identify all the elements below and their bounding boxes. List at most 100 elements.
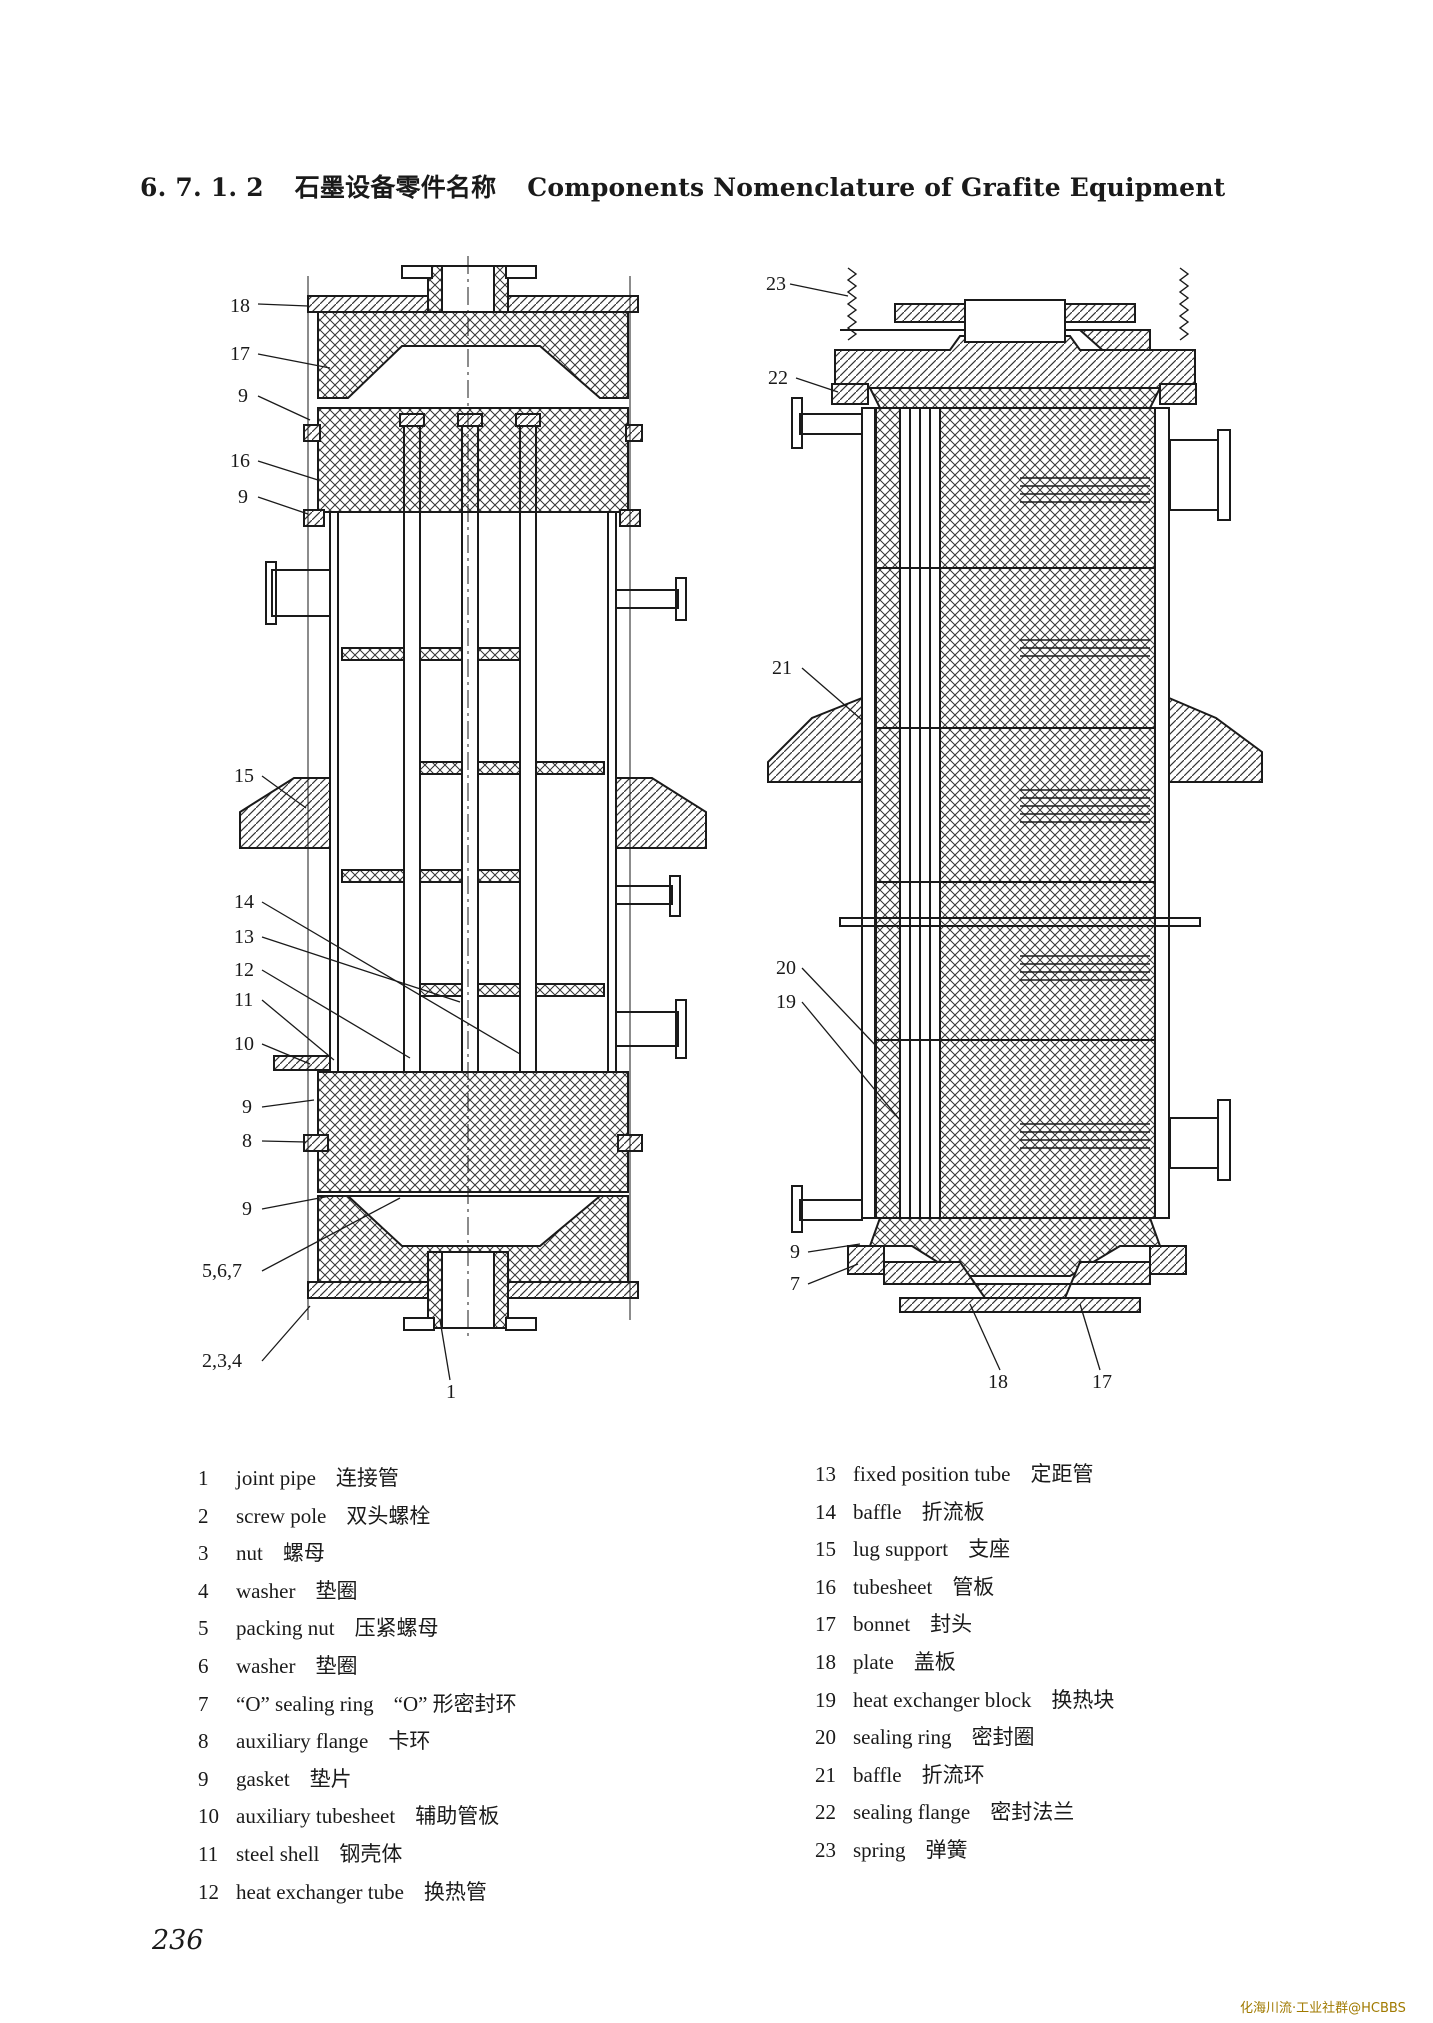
- callout-1: 1: [446, 1381, 456, 1403]
- legend-chinese: 垫片: [309, 1766, 352, 1791]
- legend-chinese: 封头: [930, 1612, 973, 1637]
- section-heading: 6. 7. 1. 2 石墨设备零件名称 Components Nomenclat…: [140, 168, 1247, 204]
- legend-chinese: 管板: [952, 1574, 995, 1599]
- left-callout-labels: 18 17 9 16 9 15 14 13 12 11 10 9 8 9 5,6…: [202, 295, 456, 1403]
- callout-9: 9: [790, 1241, 800, 1263]
- callout-17: 17: [1092, 1371, 1112, 1393]
- callout-23: 23: [766, 273, 786, 295]
- callout-5-6-7: 5,6,7: [202, 1260, 242, 1282]
- callout-20: 20: [776, 957, 796, 979]
- legend-chinese: 支座: [968, 1537, 1011, 1562]
- legend-number: 8: [198, 1729, 209, 1754]
- legend-number: 7: [198, 1691, 209, 1716]
- legend-chinese: 换热管: [423, 1879, 487, 1904]
- legend-number: 13: [815, 1462, 836, 1486]
- callout-9: 9: [238, 486, 248, 508]
- legend-english: bonnet: [853, 1612, 911, 1637]
- legend-item: 17 bonnet 封头: [815, 1606, 1114, 1644]
- legend-number: 18: [815, 1649, 836, 1674]
- callout-11: 11: [234, 989, 253, 1011]
- right-exchanger: [767, 267, 1263, 1371]
- legend-chinese: 双头螺栓: [346, 1503, 431, 1528]
- legend-english: auxiliary tubesheet: [236, 1804, 396, 1829]
- legend-number: 11: [198, 1841, 219, 1866]
- legend-chinese: 定距管: [1030, 1462, 1094, 1486]
- page-number: 236: [152, 1925, 204, 1956]
- callout-7: 7: [790, 1273, 800, 1295]
- legend-chinese: 折流板: [921, 1499, 985, 1524]
- legend-english: washer: [236, 1653, 296, 1678]
- legend-chinese: 密封法兰: [990, 1800, 1075, 1825]
- callout-16: 16: [230, 450, 250, 472]
- legend-number: 9: [198, 1766, 209, 1791]
- legend-item: 14 baffle 折流板: [815, 1494, 1114, 1532]
- legend-english: sealing ring: [853, 1725, 952, 1750]
- legend-number: 17: [815, 1612, 836, 1637]
- callout-19: 19: [776, 991, 796, 1013]
- legend-chinese: 螺母: [282, 1541, 325, 1566]
- watermark: 化海川流·工业社群@HCBBS: [1240, 2001, 1406, 2016]
- legend-chinese: 密封圈: [971, 1725, 1035, 1750]
- legend-chinese: 辅助管板: [415, 1804, 500, 1829]
- legend-item: 11 steel shell 钢壳体: [198, 1836, 517, 1874]
- legend-chinese: 垫圈: [315, 1653, 358, 1678]
- legend-number: 5: [198, 1616, 209, 1641]
- legend-number: 14: [815, 1499, 836, 1524]
- callout-9: 9: [238, 385, 248, 407]
- legend-chinese: 盖板: [913, 1649, 956, 1674]
- legend-number: 16: [815, 1574, 836, 1599]
- legend-english: sealing flange: [853, 1800, 971, 1825]
- callout-9: 9: [242, 1198, 252, 1220]
- legend-english: “O” sealing ring: [236, 1691, 374, 1716]
- legend-item: 9 gasket 垫片: [198, 1761, 517, 1799]
- legend-english: gasket: [236, 1766, 290, 1791]
- legend-chinese: 折流环: [921, 1762, 985, 1787]
- legend-item: 23 spring 弹簧: [815, 1832, 1114, 1870]
- legend-english: baffle: [853, 1499, 902, 1524]
- right-callout-labels: 23 22 21 20 19 9 7 18 17: [766, 273, 1112, 1393]
- legend-english: heat exchanger block: [853, 1687, 1032, 1712]
- legend-english: nut: [236, 1541, 263, 1566]
- legend-chinese: 卡环: [388, 1729, 431, 1754]
- callout-18: 18: [988, 1371, 1008, 1393]
- legend-english: spring: [853, 1837, 906, 1862]
- legend-chinese: 弹簧: [925, 1837, 968, 1862]
- legend-chinese: 连接管: [335, 1466, 399, 1490]
- left-top-bonnet: [317, 311, 629, 399]
- legend-chinese: 钢壳体: [339, 1841, 403, 1866]
- legend-item: 16 tubesheet 管板: [815, 1569, 1114, 1607]
- legend-number: 19: [815, 1687, 836, 1712]
- legend-english: packing nut: [236, 1616, 335, 1641]
- legend-item: 6 washer 垫圈: [198, 1648, 517, 1686]
- legend-number: 6: [198, 1653, 209, 1678]
- legend-chinese: “O” 形密封环: [393, 1691, 517, 1716]
- legend-english: tubesheet: [853, 1574, 933, 1599]
- legend-english: steel shell: [236, 1841, 320, 1866]
- legend-number: 12: [198, 1879, 219, 1904]
- callout-14: 14: [234, 891, 254, 913]
- section-title-en: Components Nomenclature of Grafite Equip…: [527, 173, 1226, 202]
- legend-english: screw pole: [236, 1503, 327, 1528]
- legend-english: lug support: [853, 1537, 949, 1562]
- section-title-cn: 石墨设备零件名称: [294, 173, 497, 202]
- legend-chinese: 压紧螺母: [354, 1616, 439, 1641]
- legend-number: 23: [815, 1837, 836, 1862]
- callout-21: 21: [772, 657, 792, 679]
- legend-number: 1: [198, 1466, 209, 1490]
- legend-english: washer: [236, 1578, 296, 1603]
- callout-22: 22: [768, 367, 788, 389]
- left-exchanger: [239, 256, 707, 1381]
